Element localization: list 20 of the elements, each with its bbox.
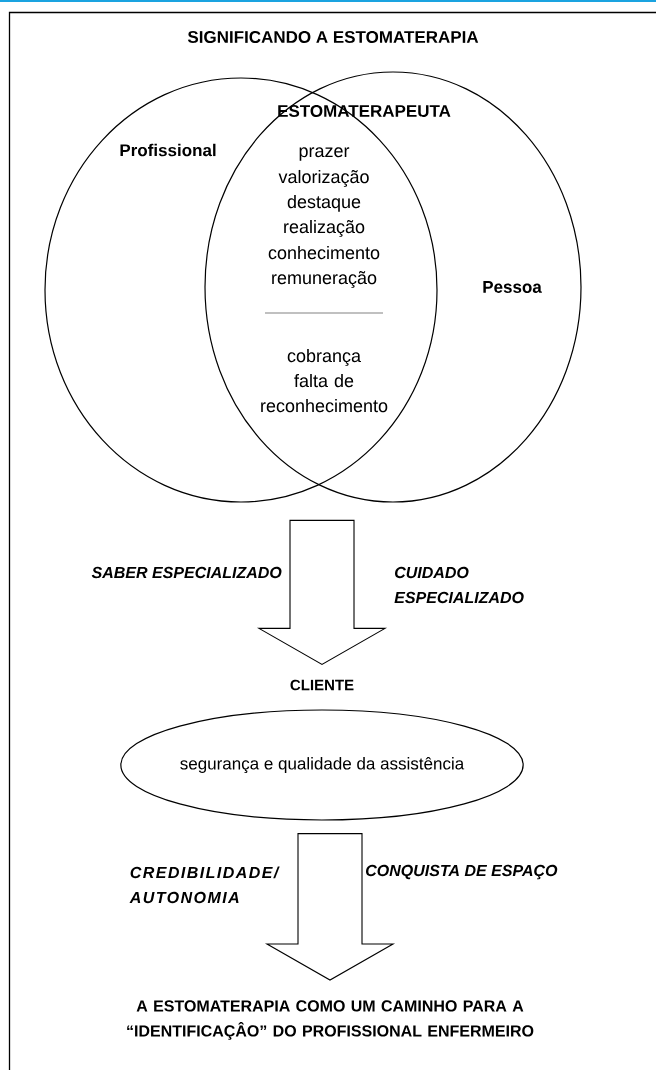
- term-text: remuneração: [272, 271, 377, 288]
- circle-label: Profissional: [120, 143, 216, 157]
- arrow-side-label: CONQUISTA DE ESPAÇO: [366, 864, 558, 880]
- block-arrow: [256, 519, 388, 666]
- term-text: destaque: [287, 194, 361, 212]
- term-text: falta de reconhecimento: [261, 373, 388, 413]
- diagram-title: SIGNIFICANDO A ESTOMATERAPIA: [187, 31, 479, 44]
- oval-box: segurança e qualidade da assistência: [120, 709, 524, 821]
- term-text: valorização: [278, 169, 369, 187]
- block-arrow: [264, 833, 396, 981]
- term-text: conhecimento: [268, 245, 380, 260]
- circle-label: Pessoa: [483, 281, 542, 293]
- arrow-side-label: CUIDADO ESPECIALIZADO: [394, 566, 524, 604]
- term-text: prazer: [299, 147, 350, 161]
- term-text: realização: [284, 219, 365, 237]
- edge-label: SABER ESPECIALIZADO: [91, 566, 282, 579]
- conclusion-text: A ESTOMATERAPIA COMO UM CAMINHO PARA A “IDENTIFICAÇÂO” DO PROFISSIONAL ENFERMEIRO: [127, 1000, 534, 1040]
- edge-label: CREDIBILIDADE/ AUTONOMIA: [129, 866, 280, 904]
- oval-heading: CLIENTE: [290, 679, 354, 691]
- term-text: cobrança: [287, 348, 361, 366]
